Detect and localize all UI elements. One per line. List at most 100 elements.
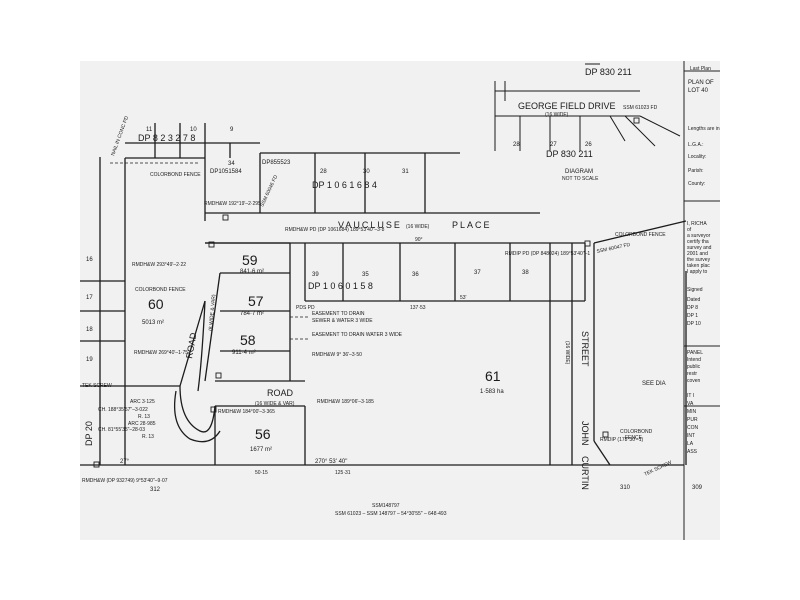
dp-reference: DP 1 0 6 1 6 8 4 xyxy=(312,180,377,190)
title-block-line: Locality: xyxy=(688,154,706,160)
dp-reference: DP 20 xyxy=(84,421,94,446)
reference-mark: RMDH&W 269°40'–1·75 xyxy=(134,350,188,356)
neighbour-lot: 312 xyxy=(150,487,161,493)
easement-label: EASEMENT TO DRAIN WATER 3 WIDE xyxy=(312,332,403,338)
lot-area: 911·4 m² xyxy=(232,350,256,356)
arc-label: R. 13 xyxy=(142,434,154,440)
margin-line: public xyxy=(687,364,701,370)
road-labels: VAUCLUSE (16 WIDE) PLACE STREET JOHN CUR… xyxy=(184,101,615,490)
neighbour-lot: 35 xyxy=(362,272,369,278)
arc-label: R. 13 xyxy=(138,414,150,420)
title-block xyxy=(683,61,720,540)
ssm-reference: SSM148797 xyxy=(372,503,400,509)
arc-label: ARC 28·985 xyxy=(128,421,156,427)
road-name-vaucluse: VAUCLUSE xyxy=(338,220,402,230)
lot-area: 841·6 m² xyxy=(240,269,264,275)
bearing-label: 27° xyxy=(120,459,130,465)
title-block-line: Parish: xyxy=(688,168,704,174)
margin-line: DP 8 xyxy=(687,305,698,311)
distance-label: 125·31 xyxy=(335,470,351,476)
tek-screw-label: TEK SCREW xyxy=(82,383,112,389)
margin-line: ASS xyxy=(687,449,698,455)
reference-mark: RMDH&W PD (DP 1061684) 189°53'40"–3·8 xyxy=(285,227,385,233)
fence-label: COLORBOND FENCE xyxy=(150,172,201,178)
margin-line: LA xyxy=(687,441,694,447)
lot-area: 1·583 ha xyxy=(480,389,504,395)
neighbour-lot: 31 xyxy=(402,169,409,175)
owner-block-line: a surveyor xyxy=(687,233,711,239)
margin-line: coven xyxy=(687,378,701,384)
title-block-line: Lengths are in xyxy=(688,126,720,132)
lot-number: 56 xyxy=(255,426,271,442)
fence-label: COLORBOND FENCE xyxy=(135,287,186,293)
neighbour-lot: 310 xyxy=(620,485,631,491)
title-block-line: PLAN OF xyxy=(688,80,714,86)
neighbour-lot: 30 xyxy=(363,169,370,175)
owner-block-line: I apply to xyxy=(687,269,708,275)
owner-block-line: Dated xyxy=(687,297,701,303)
fence-label: COLORBOND FENCE xyxy=(615,232,666,238)
survey-annotations: 27° 270° 53' 40" 125·31 90° 53' RMDH&W 2… xyxy=(82,115,643,484)
dp-reference: DP1051584 xyxy=(210,169,242,175)
road-width-vertical: (8 WIDE & VAR) xyxy=(208,294,217,331)
neighbour-lot: 36 xyxy=(412,272,419,278)
road-name-place: PLACE xyxy=(452,220,492,230)
margin-line: MIN xyxy=(687,409,697,415)
lot-number: 59 xyxy=(242,252,258,268)
title-block-line: County: xyxy=(688,181,705,187)
road-name-curtin: CURTIN xyxy=(580,456,590,490)
neighbour-lot: 16 xyxy=(86,257,93,263)
lot-number: 61 xyxy=(485,368,501,384)
neighbour-lot: 26 xyxy=(585,142,592,148)
neighbour-lot: 9 xyxy=(230,127,234,133)
owner-block-line: the survey xyxy=(687,257,711,263)
fence-label: FENCE xyxy=(625,435,643,441)
see-dia-label: SEE DIA xyxy=(642,381,666,387)
neighbour-lot: 19 xyxy=(86,357,93,363)
dimension-marks xyxy=(93,117,640,468)
road-name-vertical: ROAD xyxy=(184,332,198,360)
reference-mark: RMDH&W (DP 932749) 9°53'40"–9·07 xyxy=(82,478,168,484)
title-block-line: Last Plan xyxy=(690,66,711,72)
distance-label: 137·53 xyxy=(410,305,426,311)
margin-line: VA xyxy=(687,401,694,407)
margin-line: PUR xyxy=(687,417,698,423)
neighbour-lot: 28 xyxy=(513,142,520,148)
neighbour-lot: 28 xyxy=(320,169,327,175)
survey-plan-sheet: Last Plan PLAN OF LOT 40 Lengths are in … xyxy=(80,61,720,540)
easement-label: EASEMENT TO DRAIN xyxy=(312,311,365,317)
ssm-reference: SSM 61023 FD xyxy=(623,105,658,111)
bearing-label: 270° 53' 40" xyxy=(315,459,347,465)
lot-area: 784·7 m² xyxy=(240,311,264,317)
easement-lines xyxy=(110,162,308,340)
road-width-george-field: (16 WIDE) xyxy=(545,112,569,118)
margin-line: DP 1 xyxy=(687,313,698,319)
arc-label: CH. 188°35'57"–3·022 xyxy=(98,407,148,413)
neighbour-lot: 38 xyxy=(522,270,529,276)
dp-reference: DP 1 0 6 0 1 5 8 xyxy=(308,281,373,291)
margin-line: DP 10 xyxy=(687,321,701,327)
dp-reference: DP 830 211 xyxy=(585,67,632,77)
lot-number: 58 xyxy=(240,332,256,348)
lot-number: 60 xyxy=(148,296,164,312)
road-name-john: JOHN xyxy=(580,421,590,446)
diagram-label: DIAGRAM xyxy=(565,169,593,175)
road-curves xyxy=(173,300,221,443)
neighbour-lot: 10 xyxy=(190,127,197,133)
margin-line: INT xyxy=(687,433,695,439)
neighbour-lot: 39 xyxy=(312,272,319,278)
reference-mark: RMDH&W 189°06'–3·185 xyxy=(317,399,374,405)
title-block-line: L.G.A.: xyxy=(688,142,704,148)
neighbour-lot-numbers: 11 10 9 28 30 31 34 39 35 36 37 38 16 17… xyxy=(86,127,703,493)
survey-plan-drawing: Last Plan PLAN OF LOT 40 Lengths are in … xyxy=(80,61,720,540)
dp-reference: DP855523 xyxy=(262,160,291,166)
neighbour-lot: 309 xyxy=(692,485,703,491)
easement-label: SEWER & WATER 3 WIDE xyxy=(312,318,373,324)
reference-mark: RMDIP (178°30'–1) xyxy=(600,437,643,443)
bearing-label: 53' xyxy=(460,295,467,301)
owner-block-line: Signed xyxy=(687,287,703,293)
fence-label: COLORBOND xyxy=(620,429,653,435)
neighbour-lot: 17 xyxy=(86,295,93,301)
boundary-lines xyxy=(80,123,687,466)
easement-labels: EASEMENT TO DRAIN SEWER & WATER 3 WIDE E… xyxy=(312,311,403,338)
